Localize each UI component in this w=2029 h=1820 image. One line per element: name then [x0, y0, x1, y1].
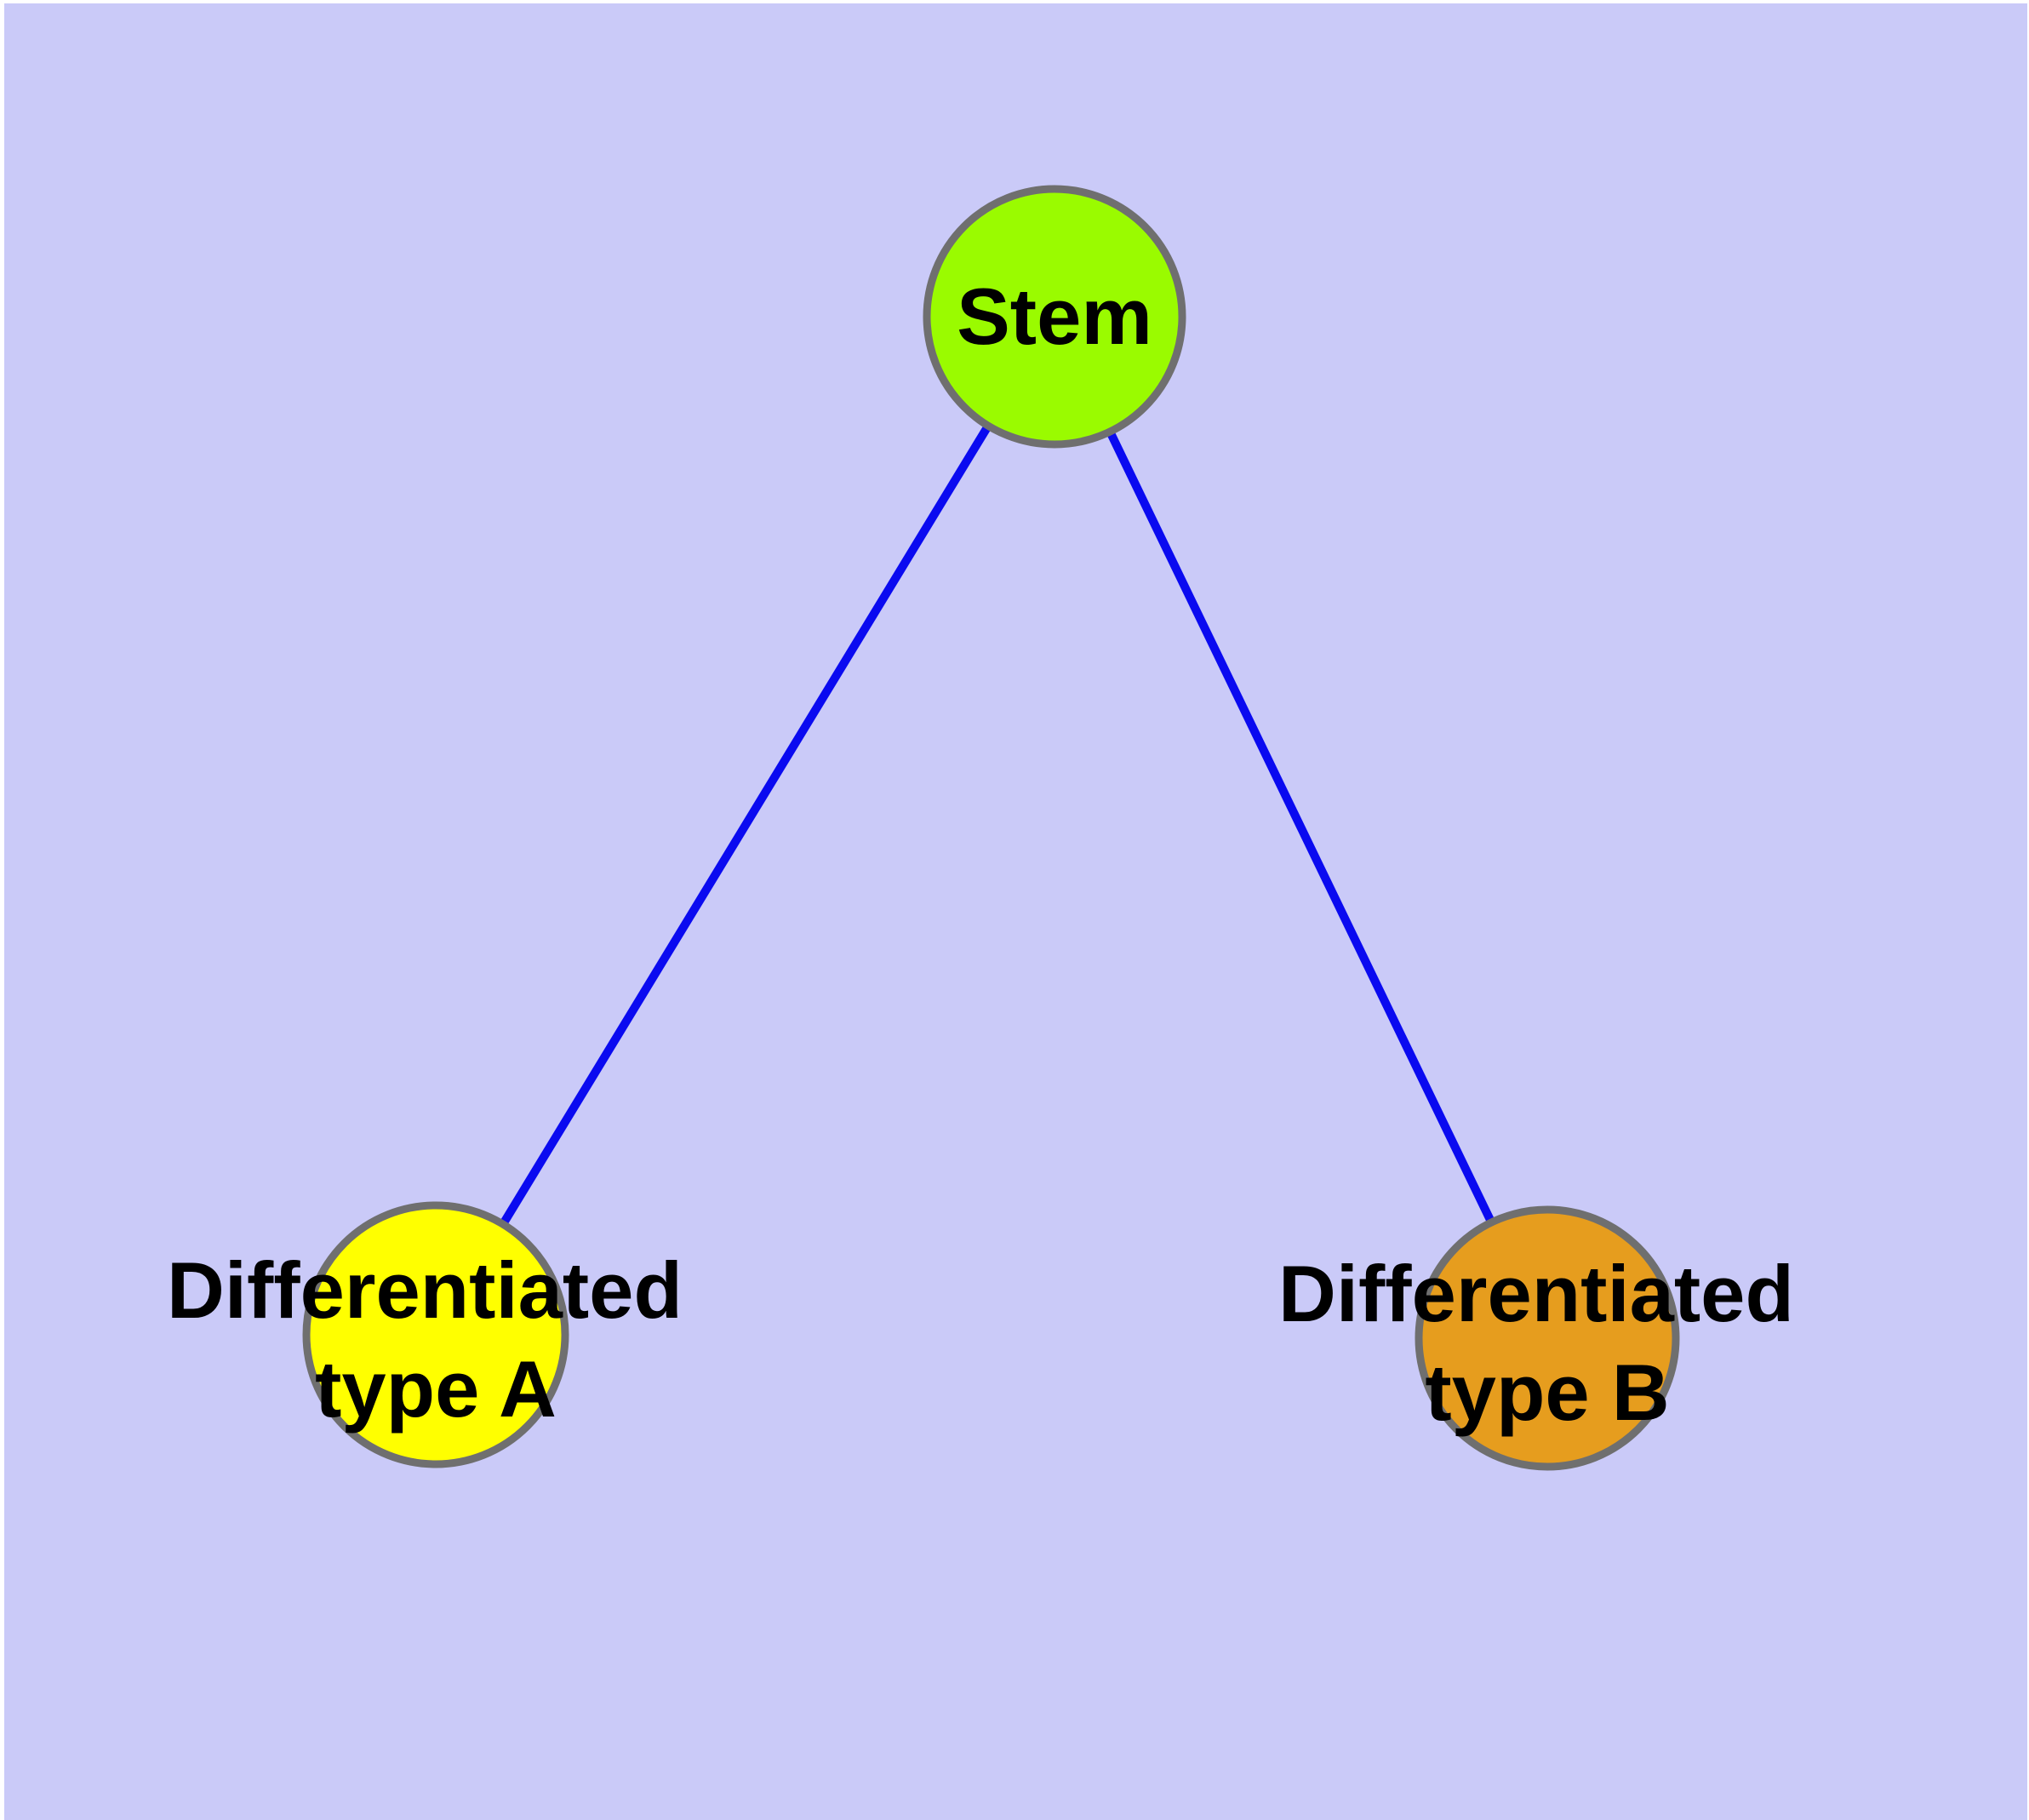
node-differentiated-type-b-label-line2: type B [1425, 1348, 1669, 1437]
node-differentiated-type-a [302, 1201, 569, 1468]
node-differentiated-type-b-label-line1: Differentiated [1278, 1249, 1794, 1338]
edge-stem-to-type-a [432, 314, 1059, 1337]
edge-stem-to-type-b [1050, 314, 1552, 1341]
node-stem-label: Stem [957, 272, 1152, 361]
node-differentiated-type-b-label: Differentiated type B [1278, 1249, 1816, 1437]
node-stem-label-line: Stem [957, 272, 1152, 361]
node-stem [923, 185, 1186, 449]
node-differentiated-type-a-label-line1: Differentiated [167, 1245, 683, 1335]
node-differentiated-type-a-label: Differentiated type A [167, 1245, 705, 1434]
node-differentiated-type-b [1415, 1205, 1680, 1471]
node-differentiated-type-a-label-line2: type A [315, 1344, 557, 1434]
